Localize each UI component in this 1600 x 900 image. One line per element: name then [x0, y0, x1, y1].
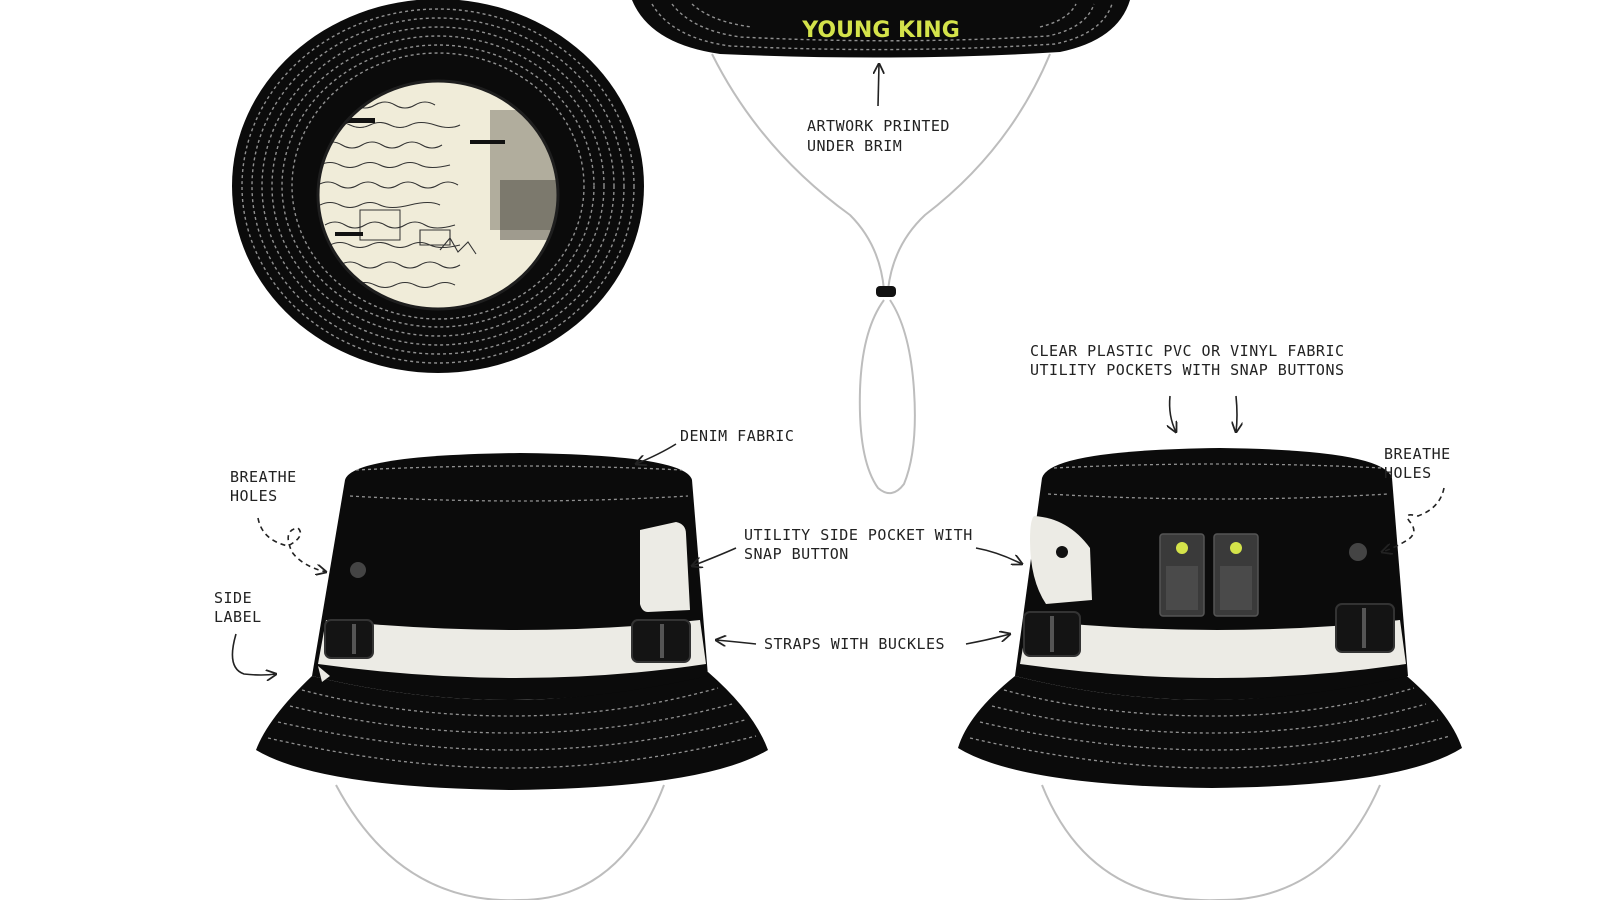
back-brim-stitching — [969, 687, 1451, 769]
annotations: ARTWORK PRINTED UNDER BRIM CLEAR PLASTIC… — [214, 64, 1451, 675]
label-breathe-holes-left: BREATHE HOLES — [230, 468, 326, 572]
top-view-stitching — [241, 8, 635, 364]
label-breathe-right-line-1: BREATHE — [1384, 445, 1451, 463]
clear-pvc-pocket-left — [1159, 533, 1205, 617]
label-utility-side-pocket: UTILITY SIDE POCKET WITH SNAP BUTTON — [692, 526, 1022, 566]
front-crown-stitching — [349, 465, 689, 502]
back-right-buckle — [1335, 603, 1395, 653]
cord-stopper — [876, 286, 896, 297]
back-breathe-hole — [1349, 543, 1367, 561]
label-breathe-left-line-2: HOLES — [230, 487, 278, 505]
front-band — [318, 620, 706, 678]
front-breathe-hole — [350, 562, 366, 578]
label-clear-pockets-line-2: UTILITY POCKETS WITH SNAP BUTTONS — [1030, 361, 1345, 379]
label-side-label: SIDE LABEL — [214, 589, 276, 675]
back-view-hat — [958, 448, 1462, 900]
label-side-line-2: LABEL — [214, 608, 262, 626]
chin-cord — [711, 53, 1051, 495]
front-right-buckle — [631, 619, 691, 663]
label-artwork-under-brim: ARTWORK PRINTED UNDER BRIM — [807, 64, 950, 155]
top-view-hat — [232, 0, 644, 373]
front-brim-stitching — [267, 687, 757, 769]
label-artwork-line-2: UNDER BRIM — [807, 137, 902, 155]
back-left-buckle — [1023, 611, 1081, 657]
label-breathe-left-line-1: BREATHE — [230, 468, 297, 486]
back-pocket-snap — [1056, 546, 1068, 558]
label-straps-text: STRAPS WITH BUCKLES — [764, 635, 945, 653]
label-clear-pockets-line-1: CLEAR PLASTIC PVC OR VINYL FABRIC — [1030, 342, 1345, 360]
label-utility-line-2: SNAP BUTTON — [744, 545, 849, 563]
label-utility-line-1: UTILITY SIDE POCKET WITH — [744, 526, 973, 544]
back-band — [1020, 620, 1406, 678]
front-side-pocket — [640, 522, 690, 612]
front-left-buckle — [324, 619, 374, 659]
clear-pvc-pocket-right — [1213, 533, 1259, 617]
label-artwork-line-1: ARTWORK PRINTED — [807, 117, 950, 135]
brim-stitching — [651, 3, 1113, 51]
label-denim-fabric: DENIM FABRIC — [636, 427, 794, 464]
label-side-line-1: SIDE — [214, 589, 252, 607]
label-breathe-right-line-2: HOLES — [1384, 464, 1432, 482]
front-side-label — [318, 666, 330, 682]
label-straps-with-buckles: STRAPS WITH BUCKLES — [716, 634, 1010, 653]
front-view-hat — [256, 453, 768, 900]
under-brim-view: YOUNG KING — [632, 0, 1130, 495]
inner-artwork-panel — [316, 79, 560, 311]
back-side-pocket — [1030, 516, 1092, 604]
label-breathe-holes-right: BREATHE HOLES — [1382, 445, 1451, 552]
label-clear-pockets: CLEAR PLASTIC PVC OR VINYL FABRIC UTILIT… — [1030, 342, 1345, 432]
label-denim-text: DENIM FABRIC — [680, 427, 794, 445]
back-crown-stitching — [1047, 463, 1389, 500]
brand-text: YOUNG KING — [801, 18, 960, 43]
